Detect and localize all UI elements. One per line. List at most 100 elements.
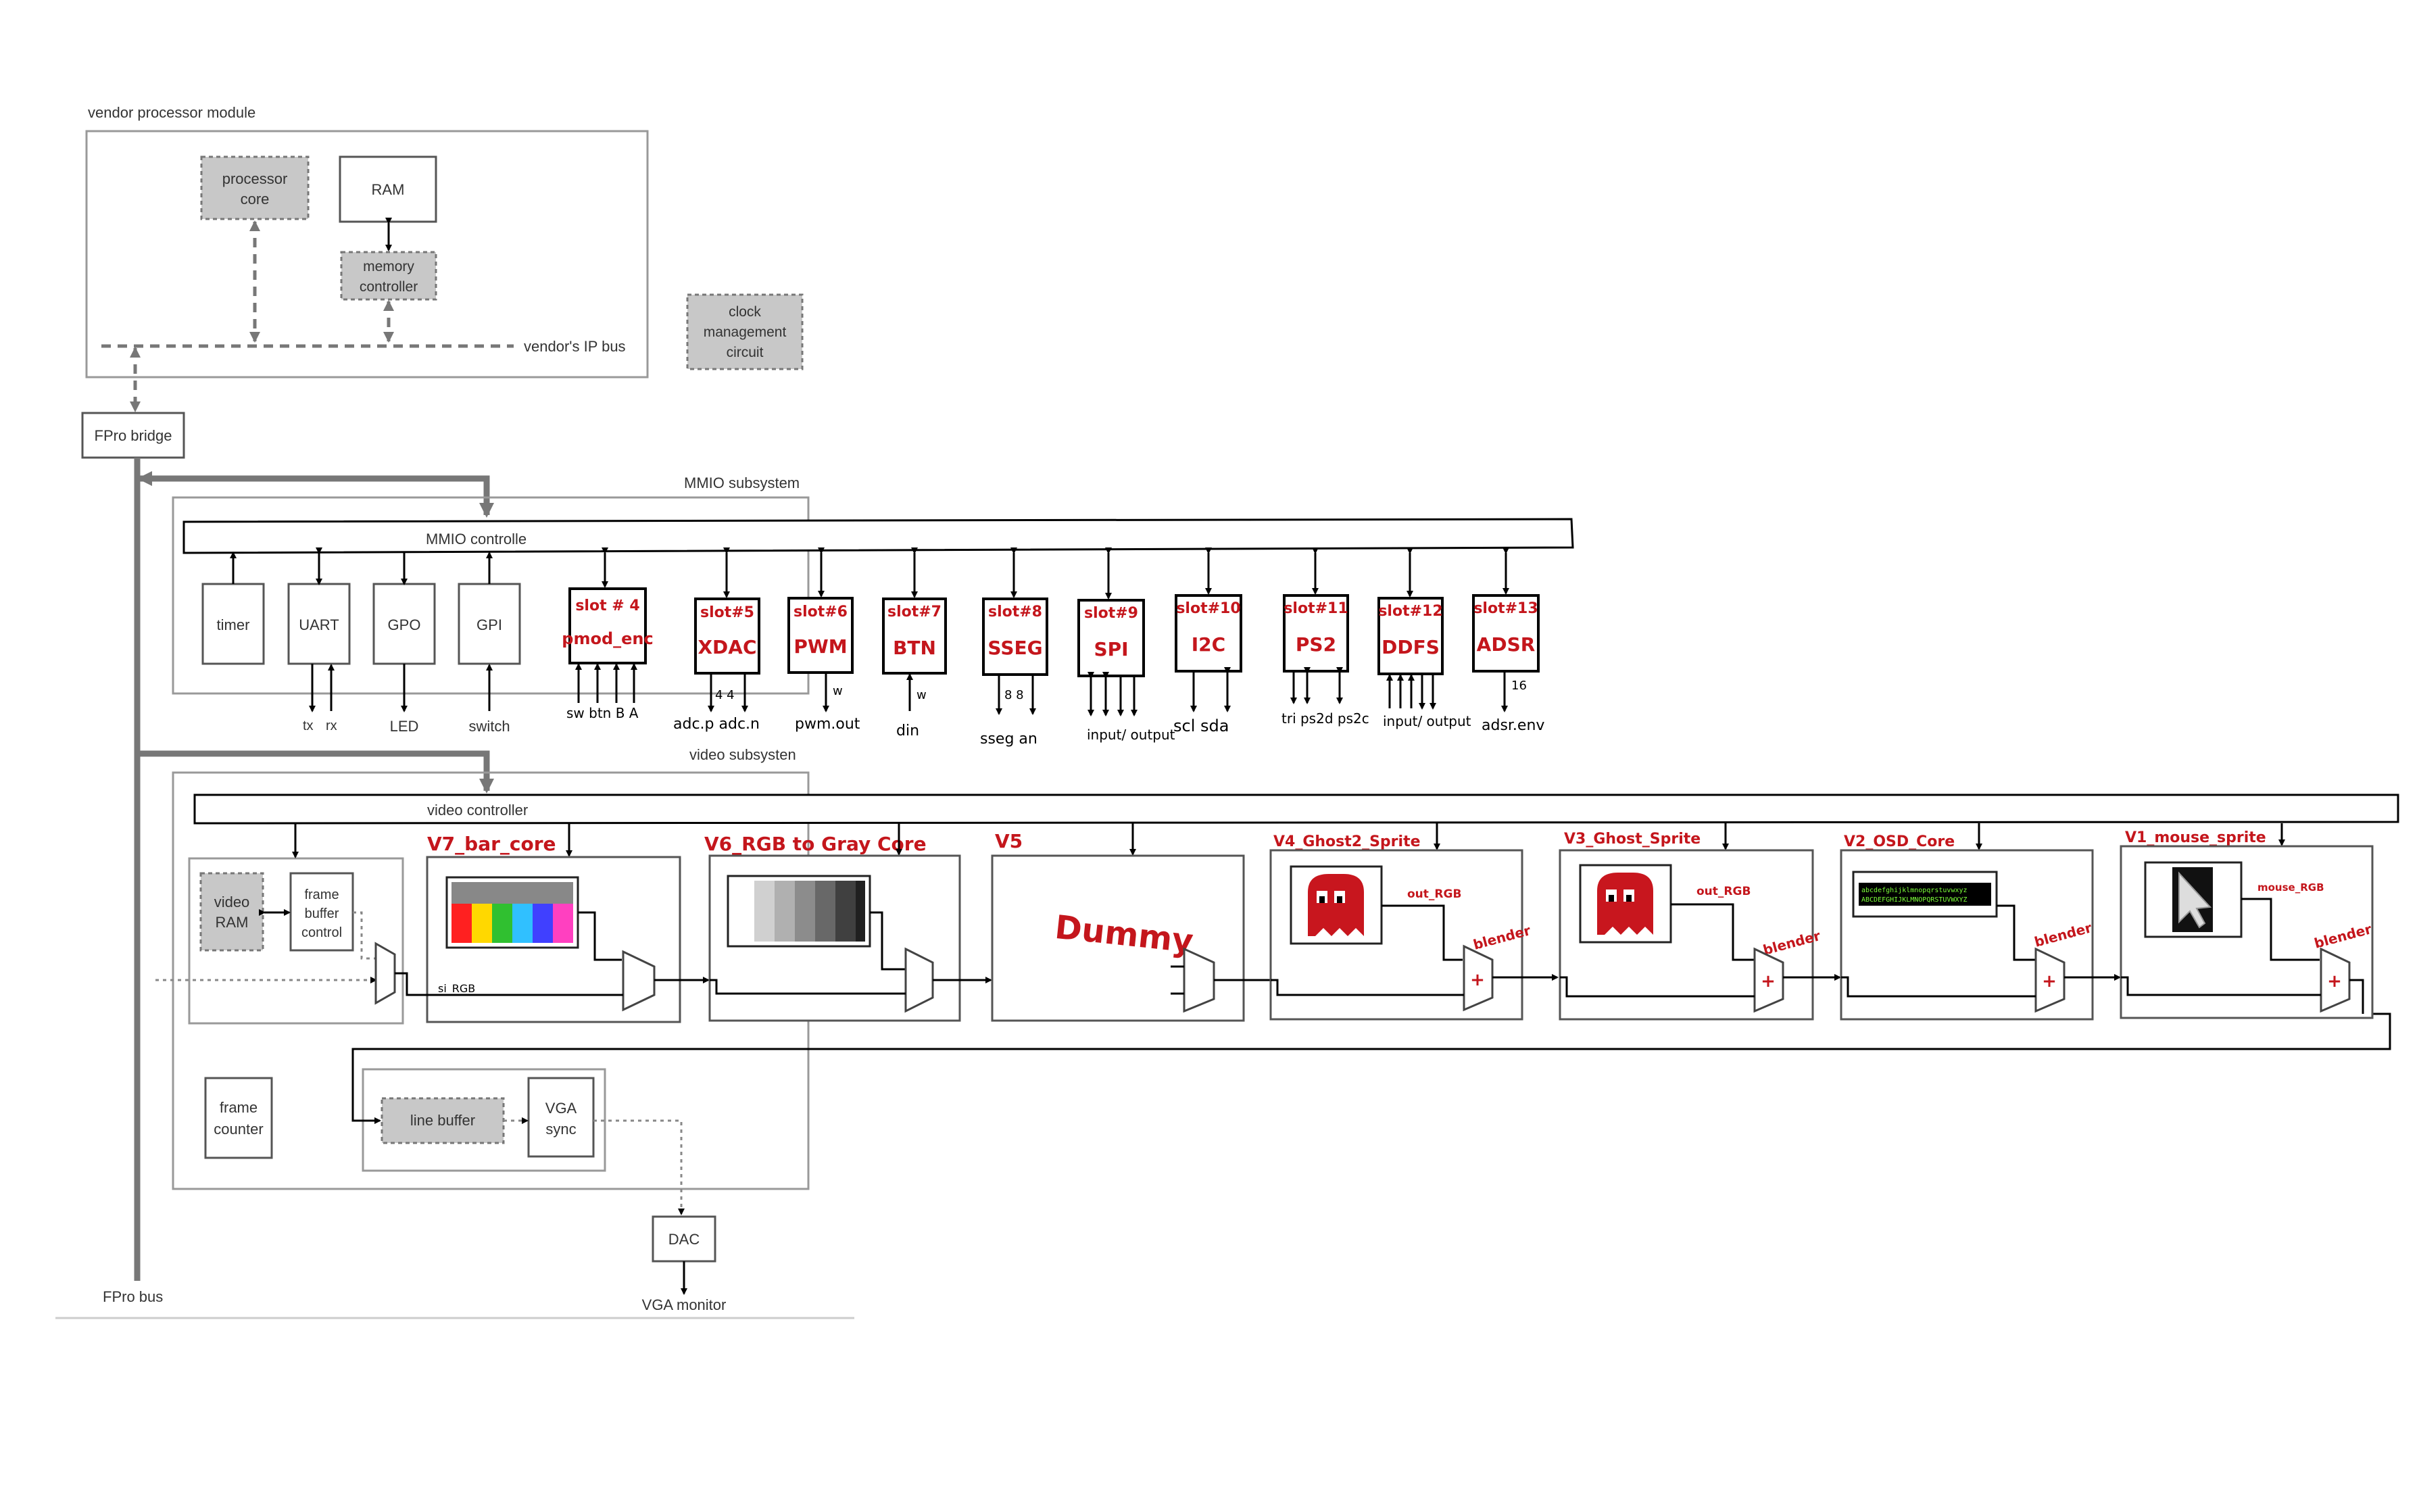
video-ram-label-1: video — [214, 894, 250, 910]
v5-mux — [1183, 947, 1215, 1013]
slot-13-widths: 16 — [1511, 679, 1527, 693]
frame-counter-label-2: counter — [214, 1121, 263, 1138]
slot-4-pins: sw btn B A — [566, 705, 639, 721]
v7-color-red — [451, 904, 472, 943]
v6-gray-5 — [835, 881, 856, 942]
v3-out-label: out_RGB — [1696, 885, 1751, 898]
slot-4-name: pmod_enc — [562, 629, 653, 648]
vga-sync-label-1: VGA — [545, 1100, 577, 1117]
v7-gray-bar — [451, 882, 573, 904]
slot-11-pins: tri ps2d ps2c — [1281, 710, 1369, 727]
slot-7: slot#7 BTN w din — [882, 547, 947, 739]
v6-pattern-to-mux — [870, 911, 906, 971]
v4-in-wire — [1271, 979, 1464, 996]
uart-tx-label: tx — [303, 718, 314, 733]
slot-6-block — [787, 597, 854, 674]
vga-sync-block — [527, 1077, 595, 1158]
v1-out-wire — [2349, 979, 2364, 1014]
slot-13: slot#13 ADSR 16 adsr.env — [1472, 547, 1544, 734]
v6-core: V6_RGB to Gray Core — [704, 823, 992, 1022]
video-controller-label: video controller — [427, 802, 528, 819]
mmio-subsystem: MMIO subsystem MMIO controlle timer UART… — [172, 474, 1574, 735]
processor-core-block — [200, 155, 310, 220]
v1-title: V1_mouse_sprite — [2125, 829, 2266, 846]
slot-8-pins: sseg an — [980, 731, 1037, 748]
mmio-slots: slot # 4 pmod_enc sw btn B A slot#5 XDAC… — [562, 547, 1544, 748]
v2-osd-to-blender — [1997, 904, 2036, 961]
pipeline-return-wire — [351, 1013, 2391, 1124]
frame-buffer-mux — [374, 942, 396, 1005]
slot-13-pins: adsr.env — [1482, 717, 1544, 734]
frame-counter-label-1: frame — [220, 1099, 258, 1116]
slot-11-block — [1283, 594, 1349, 673]
v5-core: V5 Dummy — [991, 823, 1271, 1022]
fb-to-mux-line — [353, 911, 376, 960]
fpro-bridge-and-bus: FPro bridge FPro bus — [55, 347, 854, 1319]
slot-8-block — [982, 598, 1048, 676]
processor-core-label-1: processor — [222, 170, 288, 187]
clock-management-block — [686, 293, 804, 370]
frame-counter-block — [204, 1077, 273, 1159]
vga-monitor-label: VGA monitor — [642, 1296, 727, 1313]
slot-4: slot # 4 pmod_enc sw btn B A — [562, 547, 654, 721]
gpi-label: GPI — [477, 616, 502, 633]
memory-controller-block — [340, 251, 437, 301]
v1-blender — [2320, 947, 2351, 1013]
slot-9-number: slot#9 — [1084, 605, 1138, 622]
slot-12-number: slot#12 — [1378, 603, 1442, 620]
slot-8-name: SSEG — [987, 637, 1042, 659]
v6-gray-3 — [795, 881, 815, 942]
frame-buffer-group — [188, 857, 404, 1025]
v7-mux — [622, 950, 656, 1012]
v5-mux-inputs — [1171, 965, 1184, 995]
line-buffer-block — [381, 1097, 505, 1144]
slot-5-name: XDAC — [698, 636, 756, 658]
mmio-controller-label: MMIO controlle — [426, 531, 527, 547]
slot-13-number: slot#13 — [1473, 600, 1538, 617]
memory-controller-label-2: controller — [360, 279, 418, 295]
slot-8: slot#8 SSEG 8 8 sseg an — [980, 547, 1048, 748]
gpi-switch-label: switch — [468, 718, 510, 735]
processor-module: vendor processor module processor core R… — [85, 104, 804, 379]
uart-block — [287, 583, 351, 665]
v6-title: V6_RGB to Gray Core — [704, 833, 927, 855]
v6-gray-1 — [754, 881, 775, 942]
processor-module-title: vendor processor module — [88, 104, 255, 121]
slot-5: slot#5 XDAC 4 4 adc.p adc.n — [673, 547, 760, 733]
slot-9-name: SPI — [1094, 638, 1128, 660]
line-buffer-label: line buffer — [410, 1112, 475, 1129]
v7-core: V7_bar_core si_RGB — [426, 823, 710, 1023]
ram-label: RAM — [372, 181, 405, 198]
uart-label: UART — [299, 616, 339, 633]
slot-13-name: ADSR — [1477, 633, 1536, 656]
slot-6-name: PWM — [793, 635, 847, 658]
slot-7-widths: w — [917, 688, 927, 702]
v3-sprite-to-blender — [1671, 903, 1755, 961]
slot-6-widths: w — [833, 684, 843, 698]
v5-title: V5 — [995, 830, 1023, 852]
v6-gray-6 — [856, 881, 865, 942]
slot-6: slot#6 PWM w pwm.out — [787, 547, 860, 733]
v4-sprite-to-blender — [1382, 904, 1463, 961]
v4-core: V4_Ghost2_Sprite out_RGB blender + — [1269, 823, 1559, 1021]
video-title: video subsysten — [689, 746, 796, 763]
uart-rx-label: rx — [326, 718, 337, 733]
slot-7-name: BTN — [893, 637, 936, 659]
vgasync-to-dac — [593, 1119, 685, 1215]
frame-buffer-label-3: control — [301, 925, 342, 940]
slot-8-widths: 8 8 — [1004, 688, 1024, 702]
v2-plus-icon: + — [2042, 971, 2057, 992]
v4-title: V4_Ghost2_Sprite — [1273, 833, 1421, 850]
vga-sync-label-2: sync — [545, 1121, 576, 1138]
video-ram-label-2: RAM — [216, 914, 249, 931]
v7-color-magenta — [553, 904, 573, 943]
v2-in-wire — [1841, 976, 2036, 998]
v1-out-label: mouse_RGB — [2257, 881, 2324, 894]
slot-5-pins: adc.p adc.n — [673, 716, 760, 733]
mmio-controller-bar — [182, 518, 1574, 554]
clock-label-1: clock — [729, 304, 761, 320]
fpro-bridge-label: FPro bridge — [95, 427, 172, 444]
slot-13-block — [1472, 594, 1540, 673]
slot-11-number: slot#11 — [1284, 600, 1348, 617]
v7-title: V7_bar_core — [427, 833, 556, 855]
